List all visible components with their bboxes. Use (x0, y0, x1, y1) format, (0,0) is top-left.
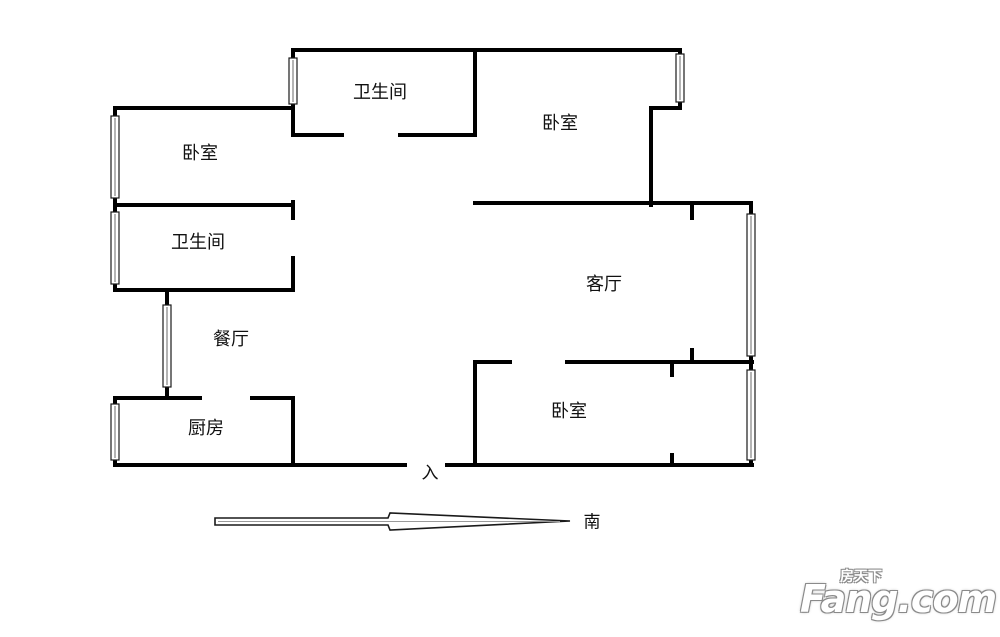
compass-label-south: 南 (583, 512, 601, 533)
window-top-right (675, 53, 685, 103)
fang-com-logo: 房天下 Fang.com (800, 566, 997, 626)
logo-sub-text: 房天下 (840, 569, 882, 585)
room-label-living-room: 客厅 (586, 274, 622, 295)
room-label-dining-room: 餐厅 (213, 329, 249, 350)
window-bedroom-bottom (746, 369, 756, 461)
window-bath-left (110, 211, 120, 285)
room-label-kitchen: 厨房 (188, 418, 224, 439)
room-label-bedroom-top-right: 卧室 (542, 113, 578, 134)
logo-main-text: Fang.com (800, 577, 997, 621)
window-dining (162, 304, 172, 388)
window-kitchen (110, 403, 120, 461)
window-living (746, 213, 756, 357)
compass-arrow (214, 512, 571, 531)
walls (113, 48, 754, 467)
window-top-bath (288, 57, 298, 105)
room-label-bathroom-top: 卫生间 (353, 82, 407, 103)
room-label-bedroom-left: 卧室 (182, 143, 218, 164)
room-label-bathroom-left: 卫生间 (171, 232, 225, 253)
entrance-label: 入 (421, 463, 439, 484)
window-bedroom-left (110, 115, 120, 199)
room-label-bedroom-bottom: 卧室 (551, 401, 587, 422)
windows (110, 53, 756, 461)
